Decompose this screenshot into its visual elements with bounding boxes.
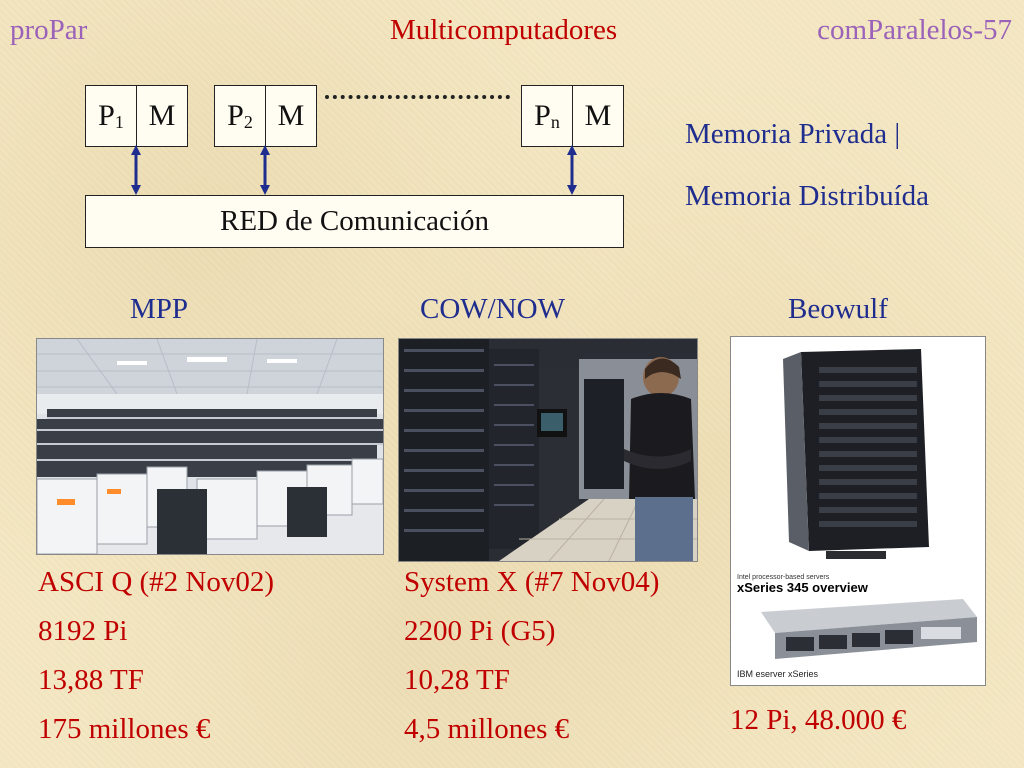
memory-cell: M: [572, 86, 623, 146]
caption-text: xSeries 345 overview: [737, 580, 869, 595]
processor-subscript: n: [550, 111, 560, 132]
spec-line-cost: 4,5 millones €: [404, 713, 570, 745]
spec-line-summary: 12 Pi, 48.000 €: [730, 704, 907, 736]
spec-line-system: System X (#7 Nov04): [404, 566, 660, 598]
processor-subscript: 2: [243, 111, 253, 132]
side-text-private-memory: Memoria Privada |: [685, 118, 901, 150]
header-right: comParalelos-57: [817, 14, 1012, 46]
processor-label: P: [534, 99, 551, 132]
memory-cell: M: [136, 86, 187, 146]
column-title-beowulf: Beowulf: [788, 293, 888, 325]
header-left: proPar: [10, 14, 88, 46]
spec-line-performance: 13,88 TF: [38, 664, 144, 696]
ellipsis-dots: [325, 95, 510, 99]
spec-line-cost: 175 millones €: [38, 713, 211, 745]
network-box: RED de Comunicación: [85, 195, 624, 248]
processor-label: P: [98, 99, 115, 132]
datacenter-photo: [36, 338, 384, 555]
connection-arrows: [131, 145, 577, 195]
beowulf-server-photo: Intel processor-based servers xSeries 34…: [730, 336, 986, 686]
logo-text: IBM eserver xSeries: [737, 669, 819, 679]
spec-block-asci-q: ASCI Q (#2 Nov02) 8192 Pi 13,88 TF 175 m…: [38, 558, 274, 754]
spec-block-beowulf: 12 Pi, 48.000 €: [730, 696, 906, 745]
spec-line-processors: 2200 Pi (G5): [404, 615, 556, 647]
processor-subscript: 1: [114, 111, 124, 132]
spec-line-performance: 10,28 TF: [404, 664, 510, 696]
slide-title: Multicomputadores: [390, 14, 618, 46]
rack-aisle-photo: [398, 338, 698, 562]
spec-block-system-x: System X (#7 Nov04) 2200 Pi (G5) 10,28 T…: [404, 558, 659, 754]
processor-label: P: [227, 99, 244, 132]
spec-line-processors: 8192 Pi: [38, 615, 128, 647]
column-title-mpp: MPP: [130, 293, 189, 325]
column-title-cow-now: COW/NOW: [420, 293, 565, 325]
caption-small-text: Intel processor-based servers: [737, 574, 830, 581]
memory-cell: M: [265, 86, 316, 146]
spec-line-system: ASCI Q (#2 Nov02): [38, 566, 275, 598]
side-text-distributed-memory: Memoria Distribuída: [685, 180, 930, 212]
